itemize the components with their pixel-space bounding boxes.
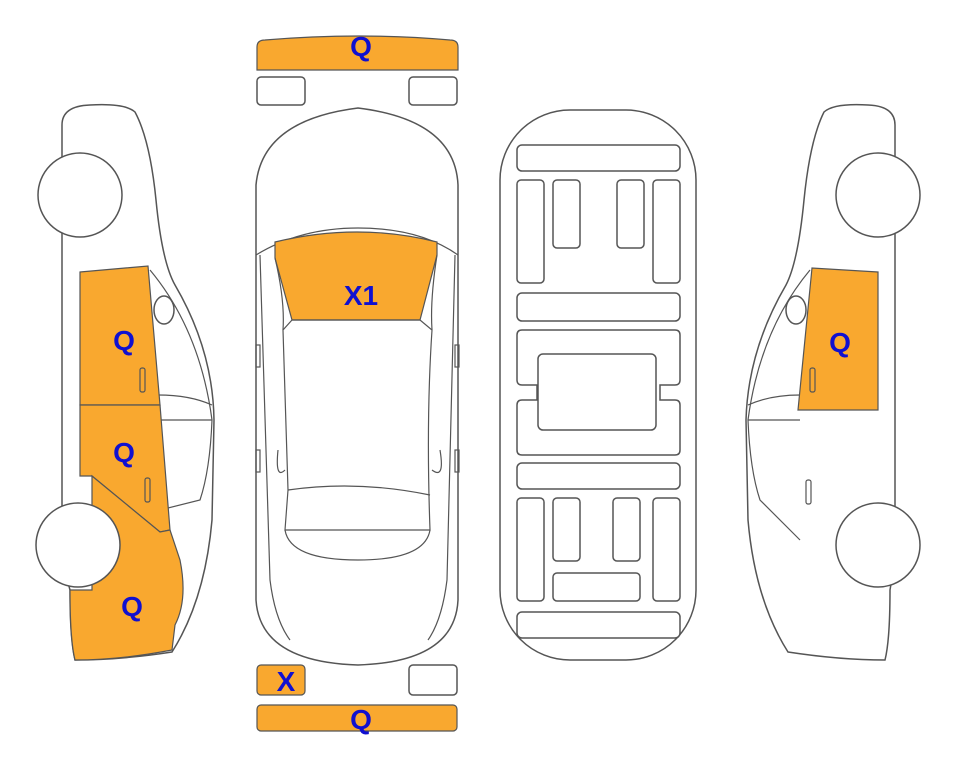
left-mirror: [153, 295, 175, 325]
rear-light-left[interactable]: [256, 664, 306, 696]
top-view: Q X1 X Q: [255, 31, 460, 735]
left-rear-quarter-code: Q: [121, 591, 143, 622]
windshield-panel[interactable]: [274, 231, 438, 321]
right-side-view: Q: [745, 103, 921, 661]
rear-bumper-panel[interactable]: [256, 704, 458, 732]
right-rear-wheel: [835, 502, 921, 588]
left-front-door-handle: [139, 367, 146, 393]
right-front-door-handle: [809, 367, 816, 393]
rear-light-left-code: X: [277, 666, 296, 697]
rear-light-right[interactable]: [408, 664, 458, 696]
right-front-door-code: Q: [829, 327, 851, 358]
left-rear-door-code: Q: [113, 437, 135, 468]
left-front-door-code: Q: [113, 325, 135, 356]
underbody-view: [499, 109, 697, 661]
left-side-view: Q Q Q: [35, 103, 215, 661]
left-rear-wheel: [35, 502, 121, 588]
left-front-wheel: [37, 152, 123, 238]
roof-outline: [282, 319, 433, 531]
windshield-code: X1: [344, 280, 378, 311]
front-bumper-panel[interactable]: [256, 35, 459, 71]
front-bumper-code: Q: [350, 31, 372, 62]
right-rear-door-handle: [805, 479, 812, 505]
right-front-door-panel[interactable]: [797, 267, 879, 411]
left-rear-door-handle: [144, 477, 151, 503]
front-light-left[interactable]: [256, 76, 306, 106]
right-front-wheel: [835, 152, 921, 238]
top-body-outline: [255, 107, 459, 666]
rear-bumper-code: Q: [350, 704, 372, 735]
right-mirror: [785, 295, 807, 325]
front-light-right[interactable]: [408, 76, 458, 106]
